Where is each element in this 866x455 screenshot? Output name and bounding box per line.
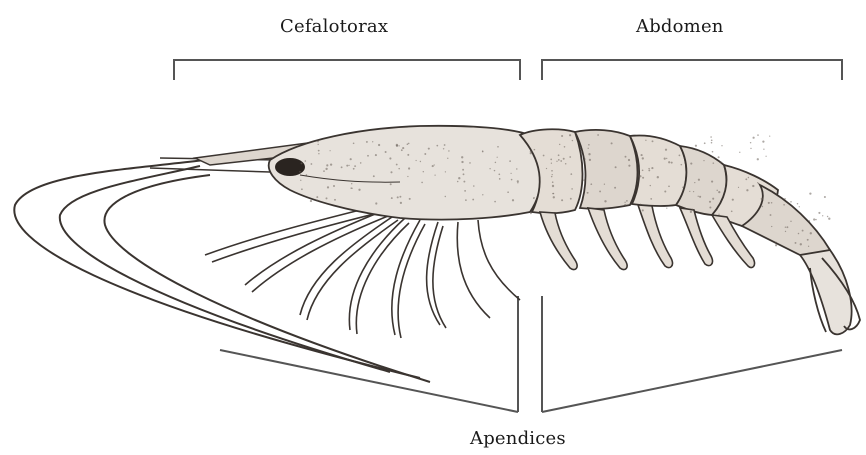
tail-fan	[800, 250, 860, 334]
label-cephalothorax: Cefalotorax	[280, 16, 388, 37]
abdomen-segments	[520, 129, 830, 259]
label-appendages: Apendices	[470, 428, 566, 449]
abdomen-segment-2	[575, 130, 638, 209]
bracket-abdomen	[542, 60, 842, 80]
cephalothorax	[195, 126, 541, 220]
eye	[275, 158, 305, 176]
bracket-cephalothorax	[174, 60, 520, 80]
label-abdomen: Abdomen	[636, 16, 724, 37]
appendages-pointer-lines	[220, 296, 842, 412]
abdomen-segment-3	[630, 135, 686, 206]
carapace	[269, 126, 542, 220]
